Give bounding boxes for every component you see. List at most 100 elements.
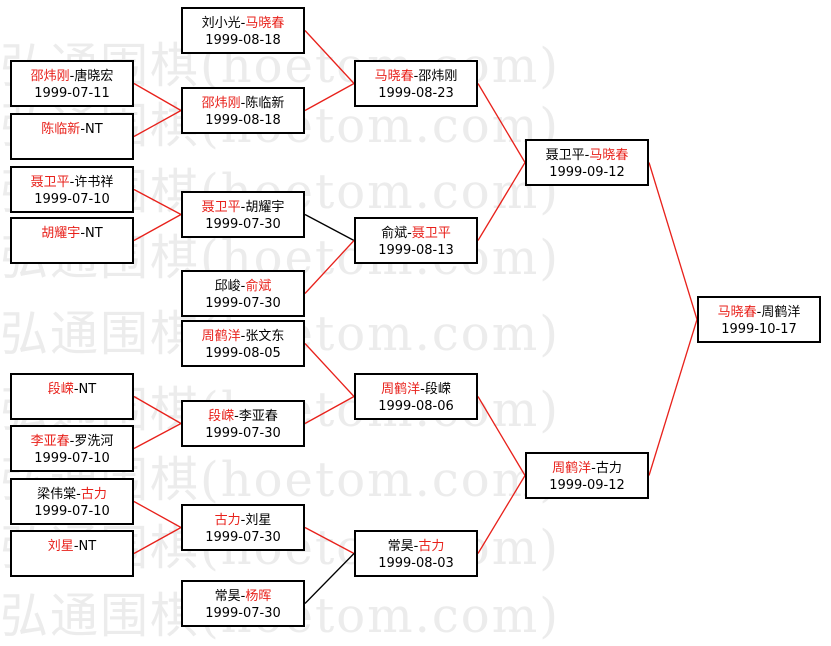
player-2: 张文东 [245, 329, 285, 344]
versus-dash: - [240, 329, 246, 344]
player-1: 段嵘 [47, 382, 74, 397]
match-date: 1999-07-11 [34, 86, 110, 101]
player-2: NT [85, 226, 103, 241]
match-players: 邱峻-俞斌 [183, 278, 303, 295]
connector-line [304, 30, 355, 84]
match-date: 1999-09-12 [549, 165, 625, 180]
player-1: 刘小光 [201, 16, 241, 31]
match-players: 俞斌-聂卫平 [356, 225, 476, 242]
player-2: 李亚春 [238, 409, 278, 424]
match-date: 1999-07-10 [34, 504, 110, 519]
match-date: 1999-07-30 [205, 296, 281, 311]
versus-dash: - [756, 305, 762, 320]
match-date: 1999-08-23 [378, 86, 454, 101]
player-1: 聂卫平 [30, 175, 70, 190]
connector-line [133, 422, 182, 450]
player-2: 古力 [595, 461, 622, 476]
match-date: 1999-09-12 [549, 478, 625, 493]
player-2: 许书祥 [74, 175, 114, 190]
match-players: 梁伟棠-古力 [12, 486, 132, 503]
match-box-r0h: 刘星-NT [10, 530, 134, 577]
player-2: NT [85, 122, 103, 137]
player-1: 马晓春 [374, 69, 414, 84]
versus-dash: - [240, 279, 246, 294]
match-players: 周鹤洋-古力 [527, 460, 647, 477]
match-players: 刘星-NT [12, 538, 132, 555]
match-box-r0e: 段嵘-NT [10, 373, 134, 420]
connector-line [133, 82, 182, 112]
match-date: 1999-08-18 [205, 33, 281, 48]
match-players: 常昊-杨晖 [183, 588, 303, 605]
connector-line [304, 240, 355, 294]
versus-dash: - [420, 382, 425, 397]
player-2: 古力 [418, 539, 445, 554]
player-1: 聂卫平 [545, 148, 585, 163]
versus-dash: - [240, 96, 246, 111]
match-players: 段嵘-李亚春 [183, 408, 303, 425]
match-date: 1999-08-18 [205, 113, 281, 128]
player-1: 陈临新 [41, 122, 81, 137]
player-1: 周鹤洋 [381, 382, 421, 397]
player-1: 邵炜刚 [201, 96, 241, 111]
match-players: 邵炜刚-唐晓宏 [12, 68, 132, 85]
match-players: 李亚春-罗洗河 [12, 433, 132, 450]
player-2: 陈临新 [245, 96, 285, 111]
player-2: NT [78, 539, 97, 554]
player-1: 周鹤洋 [552, 461, 592, 476]
connector-line [304, 553, 355, 604]
versus-dash: - [240, 16, 246, 31]
player-1: 古力 [214, 513, 241, 528]
player-1: 邱峻 [214, 279, 241, 294]
connector-line [477, 475, 526, 554]
match-date: 1999-08-05 [205, 346, 281, 361]
match-date: 1999-08-03 [378, 556, 454, 571]
versus-dash: - [69, 175, 75, 190]
versus-dash: - [80, 122, 86, 137]
connector-line [133, 526, 182, 555]
versus-dash: - [240, 513, 246, 528]
connector-line [304, 526, 355, 555]
match-date: 1999-07-30 [205, 606, 281, 621]
player-1: 邵炜刚 [30, 69, 70, 84]
match-date: 1999-07-30 [205, 530, 281, 545]
connector-line [648, 319, 698, 476]
versus-dash: - [73, 539, 79, 554]
match-players: 聂卫平-许书祥 [12, 174, 132, 191]
match-date: 1999-07-10 [34, 192, 110, 207]
connector-line [133, 188, 182, 216]
match-players: 马晓春-周鹤洋 [699, 304, 819, 321]
player-1: 胡耀宇 [41, 226, 81, 241]
connector-line [648, 162, 698, 320]
player-1: 常昊 [214, 589, 241, 604]
player-1: 刘星 [47, 539, 74, 554]
connector-line [477, 83, 526, 163]
player-2: 刘星 [245, 513, 272, 528]
player-1: 段嵘 [208, 409, 235, 424]
player-2: 杨晖 [245, 589, 272, 604]
match-box-r0b: 陈临新-NT [10, 113, 134, 160]
player-1: 聂卫平 [201, 200, 241, 215]
match-box-r0d: 胡耀宇-NT [10, 217, 134, 264]
versus-dash: - [73, 382, 79, 397]
player-1: 马晓春 [717, 305, 757, 320]
match-players: 周鹤洋-张文东 [183, 328, 303, 345]
connector-line [133, 109, 182, 138]
match-date: 1999-07-30 [205, 426, 281, 441]
connector-line [477, 162, 526, 241]
versus-dash: - [413, 539, 419, 554]
match-players: 聂卫平-马晓春 [527, 147, 647, 164]
